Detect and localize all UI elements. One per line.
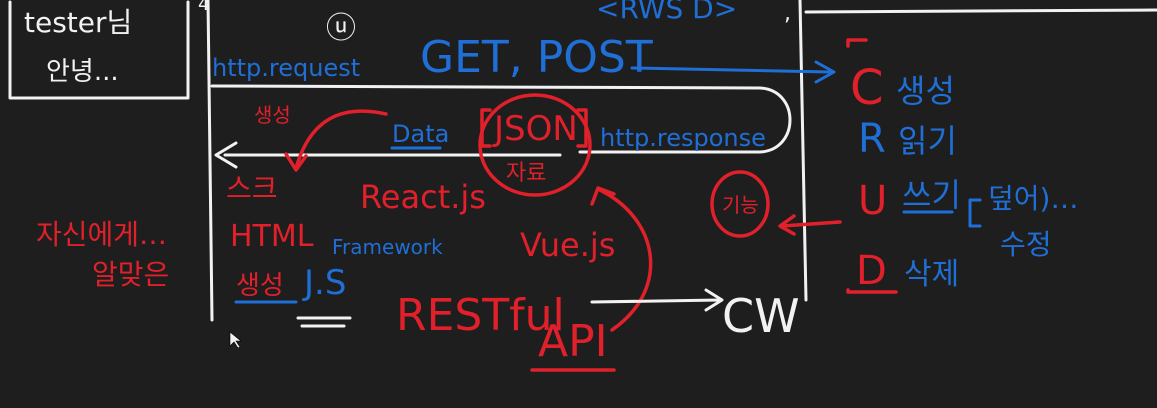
crud-u: U	[858, 178, 887, 224]
cw-label: CW	[722, 289, 800, 343]
api-label: API	[538, 316, 608, 367]
top-divider-line	[804, 8, 1157, 14]
api-to-json-arrow	[590, 186, 653, 332]
generate-label: 생성	[254, 103, 291, 127]
corner-digit: 4	[198, 0, 209, 15]
render-label-1: 스크	[226, 172, 278, 205]
http-response-label: http.response	[600, 124, 766, 152]
crud-r: R	[858, 116, 886, 162]
top-dot: ,	[784, 1, 791, 26]
left-frame-line	[206, 0, 214, 322]
generate-arrow	[284, 109, 388, 172]
overwrite-line2: 수정	[1000, 228, 1052, 261]
overwrite-bracket	[968, 198, 982, 228]
sticky-note-line1: tester님	[24, 6, 132, 39]
self-note-line1: 자신에게…	[36, 218, 167, 251]
crud-d: D	[856, 248, 887, 294]
http-methods-label: GET, POST	[420, 32, 653, 83]
json-circle	[478, 93, 592, 197]
render-label-2: HTML	[230, 219, 314, 254]
crud-bracket	[846, 38, 898, 294]
feature-label: 기능	[722, 193, 759, 217]
smiley-icon: ⓤ	[326, 11, 356, 46]
feature-circle	[710, 170, 770, 238]
render-label-3: 생성	[236, 271, 284, 301]
overwrite-line1: 덮어)…	[988, 182, 1078, 215]
framework-label: Framework	[332, 235, 443, 259]
crud-d-meaning: 삭제	[904, 257, 959, 292]
http-request-label: http.request	[212, 54, 360, 82]
rws-label: <RWS D>	[596, 0, 737, 25]
crud-c-meaning: 생성	[896, 72, 955, 110]
crud-r-meaning: 읽기	[898, 122, 957, 160]
restful-to-cw-arrow	[590, 288, 724, 312]
react-label: React.js	[360, 178, 486, 216]
sticky-note-line2: 안녕...	[46, 57, 119, 87]
request-to-crud-arrow	[630, 60, 836, 84]
sticky-note: tester님 안녕...	[8, 0, 190, 100]
vue-label: Vue.js	[520, 226, 615, 264]
json-sub-label: 자료	[506, 161, 546, 186]
data-label: Data	[392, 120, 449, 148]
restful-label: RESTful	[396, 290, 565, 341]
right-frame-line	[798, 0, 808, 302]
js-underline	[296, 316, 352, 328]
crud-u-meaning: 쓰기	[902, 176, 961, 214]
crud-c: C	[850, 60, 884, 116]
mouse-cursor-icon	[229, 331, 242, 349]
request-response-loop	[210, 84, 792, 169]
json-label: JSON	[492, 109, 578, 149]
self-note-line2: 알맞은	[92, 258, 169, 291]
crud-to-feature-arrow	[778, 214, 842, 236]
js-label: J.S	[302, 263, 346, 303]
